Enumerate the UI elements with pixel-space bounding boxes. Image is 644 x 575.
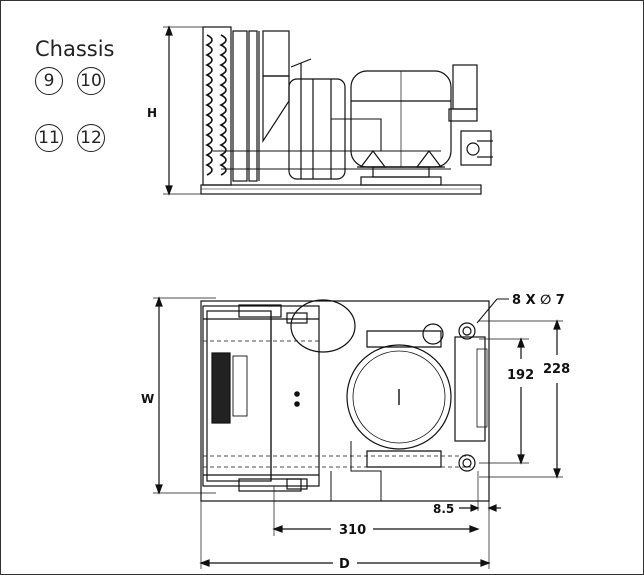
side-view [163, 25, 493, 196]
dimension-8-5-label: 8.5 [433, 502, 454, 516]
terminal-box-top [454, 336, 486, 442]
width-dimension [153, 296, 216, 495]
mounting-holes [458, 322, 476, 472]
dimension-310 [272, 486, 480, 536]
fan-side [262, 30, 346, 180]
width-label: W [141, 392, 154, 406]
electric-box-side [448, 64, 493, 166]
base-plate-side [200, 184, 482, 195]
depth-dimension [199, 501, 491, 569]
chassis-number-9: 9 [35, 67, 63, 95]
chassis-number-10: 10 [77, 67, 105, 95]
chassis-number-11: 11 [35, 124, 63, 152]
fan-motor-top [290, 299, 356, 353]
chassis-number-12: 12 [77, 124, 105, 152]
dimension-228-label: 228 [543, 362, 570, 377]
chassis-title: Chassis [35, 37, 115, 61]
dimension-192-label: 192 [507, 368, 534, 383]
top-view [153, 296, 563, 569]
dimension-228 [479, 319, 563, 479]
dimension-192 [479, 337, 529, 465]
hole-spec-label: 8 X ∅ 7 [512, 293, 565, 308]
compressor-top [346, 323, 452, 468]
condenser-top [202, 304, 471, 492]
height-label: H [147, 106, 157, 120]
depth-label: D [339, 557, 350, 572]
height-dimension [163, 25, 206, 196]
dimension-310-label: 310 [339, 523, 366, 538]
condenser-side [202, 26, 260, 186]
compressor-side [350, 70, 452, 186]
base-plate-top [200, 300, 490, 502]
